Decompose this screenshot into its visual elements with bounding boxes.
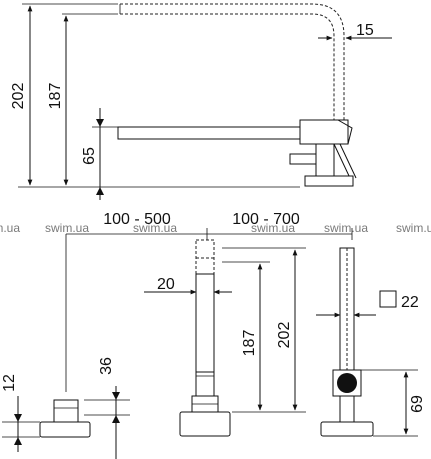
valve-left: 12 36 [1, 357, 130, 459]
column-dashed-top [195, 239, 215, 275]
column-side: 20 [144, 239, 232, 437]
watermark-5: swim.ua [324, 221, 368, 235]
faucet-base [304, 175, 354, 187]
side-tap [289, 153, 317, 165]
valve-base [39, 421, 91, 438]
watermark-1: swim.ua [0, 221, 20, 235]
watermarks: swim.ua swim.ua swim.ua swim.ua swim.ua … [0, 221, 431, 235]
lever [337, 119, 353, 145]
dim-69-label: 69 [409, 395, 426, 413]
faucet-column [315, 143, 335, 177]
watermark-6: swim.ua [396, 221, 431, 235]
knob-icon [337, 373, 357, 393]
handle-side: 22 69 [316, 247, 426, 437]
column-body [195, 273, 215, 413]
spout-arm [117, 126, 301, 140]
valve-knob [53, 399, 79, 423]
dim-12-label: 12 [1, 374, 18, 392]
handle-base [320, 421, 374, 437]
column-height-dims: 187 202 [222, 247, 306, 413]
column-base [179, 411, 231, 437]
dim-22-label: 22 [401, 294, 419, 311]
dim-65-label: 65 [81, 147, 98, 165]
watermark-2: swim.ua [45, 221, 89, 235]
range-left-label: 100 - 500 [103, 211, 171, 228]
dim-187-label: 187 [47, 83, 64, 110]
handle-neck [339, 395, 355, 423]
watermark-3: swim.ua [133, 221, 177, 235]
dim-202b-label: 202 [276, 322, 293, 349]
square-section-icon [379, 290, 397, 308]
lever-handle [333, 143, 351, 179]
spout-outline-outer [120, 3, 345, 128]
dim-202-label: 202 [10, 83, 27, 110]
faucet-side-view: 202 187 65 15 [10, 3, 392, 200]
dim-15-label: 15 [356, 22, 374, 39]
range-right-label: 100 - 700 [232, 211, 300, 228]
faucet-head [299, 119, 349, 145]
dim-187b-label: 187 [241, 330, 258, 357]
dim-36-label: 36 [98, 357, 115, 375]
lever-handle-2 [339, 143, 357, 179]
watermark-4: swim.ua [251, 221, 295, 235]
dim-20-label: 20 [157, 276, 175, 293]
spout-outline-inner [120, 13, 335, 128]
